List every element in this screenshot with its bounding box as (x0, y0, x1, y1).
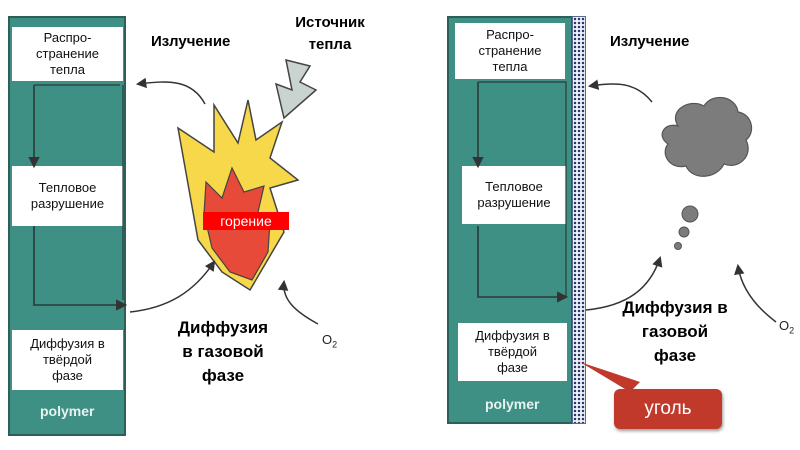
radiation-label-right: Излучение (610, 33, 690, 50)
polymer-label-right: polymer (485, 396, 540, 412)
solid-diffusion-box-right: Диффузия в твёрдой фазе (458, 323, 567, 381)
flow-arrow-right-2 (477, 226, 569, 303)
flow-arrow-left-2 (33, 226, 128, 311)
o2-arrow-right (734, 263, 777, 323)
frame-line-left (34, 84, 124, 300)
gas-diffusion-arrow-left (129, 260, 216, 313)
o2-arrow-left (277, 279, 319, 325)
heat-source-arrow (274, 58, 318, 120)
gas-diffusion-arrow-right (585, 256, 663, 311)
coal-callout-pointer (580, 362, 640, 392)
frame-line-right (478, 81, 567, 297)
coal-label: уголь (614, 389, 722, 429)
gas-diffusion-label-left: Диффузия в газовой фазе (177, 318, 269, 385)
smoke-cloud (661, 96, 753, 250)
radiation-arrow-left (135, 77, 206, 105)
heat-propagation-box-right: Распро- странение тепла (455, 23, 565, 79)
o2-label-left: O2 (322, 332, 338, 350)
char-layer (572, 16, 586, 424)
burning-label: горение (203, 212, 289, 230)
thermal-decomposition-box-left: Тепловое разрушение (12, 166, 123, 226)
polymer-label-left: polymer (40, 403, 95, 419)
gas-diffusion-label-right: Диффузия в газовой фазе (622, 298, 728, 365)
heat-source-label: Источник тепла (295, 14, 365, 53)
o2-label-right: O2 (779, 318, 795, 336)
radiation-label-left: Излучение (151, 33, 231, 50)
thermal-decomposition-box-right: Тепловое разрушение (462, 166, 566, 224)
solid-diffusion-box-left: Диффузия в твёрдой фазе (12, 330, 123, 390)
heat-propagation-box-left: Распро- странение тепла (12, 27, 123, 81)
radiation-arrow-right (587, 79, 653, 103)
